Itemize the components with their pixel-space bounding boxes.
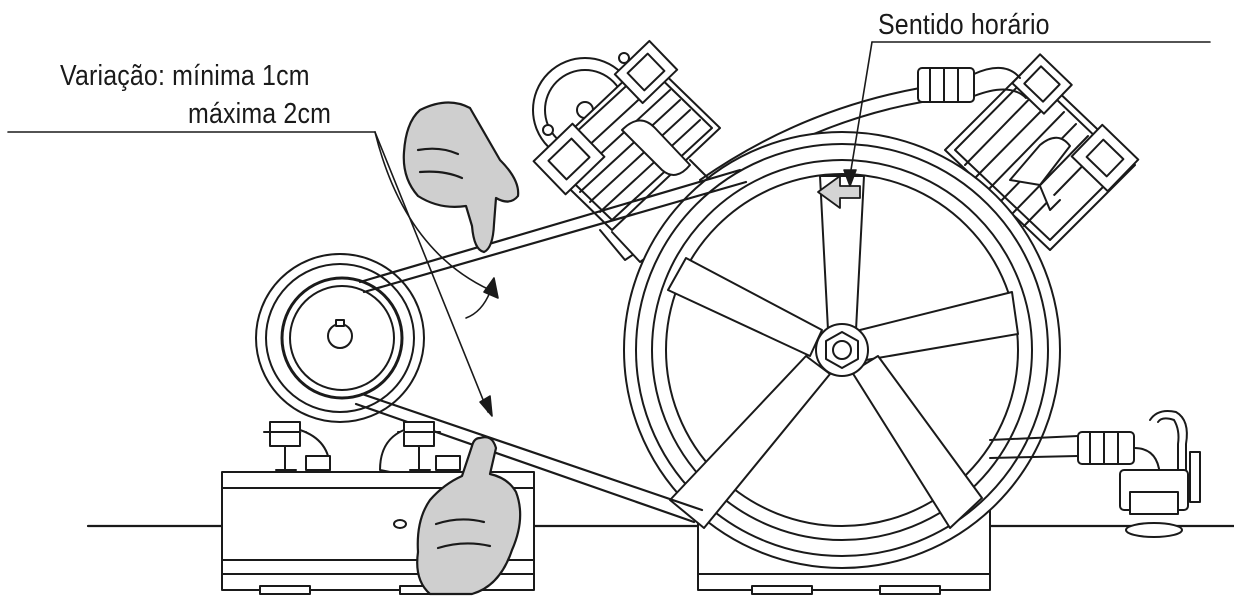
hand-pointing-up-icon [416, 436, 522, 596]
motor-mount-bolts [263, 421, 461, 473]
rotation-arrow-icon [817, 175, 861, 209]
variation-leader-lines [7, 131, 499, 417]
hand-pointing-down-icon [402, 101, 520, 254]
direction-leader-line [843, 41, 1211, 187]
discharge-fitting [989, 410, 1201, 538]
motor-pulley [255, 253, 425, 423]
left-cylinder-head [532, 39, 731, 263]
rotation-direction-label: Sentido horário [878, 9, 1050, 41]
flywheel [623, 131, 1061, 569]
variation-label-max: máxima 2cm [188, 98, 332, 130]
variation-label-min: Variação: mínima 1cm [60, 60, 310, 92]
